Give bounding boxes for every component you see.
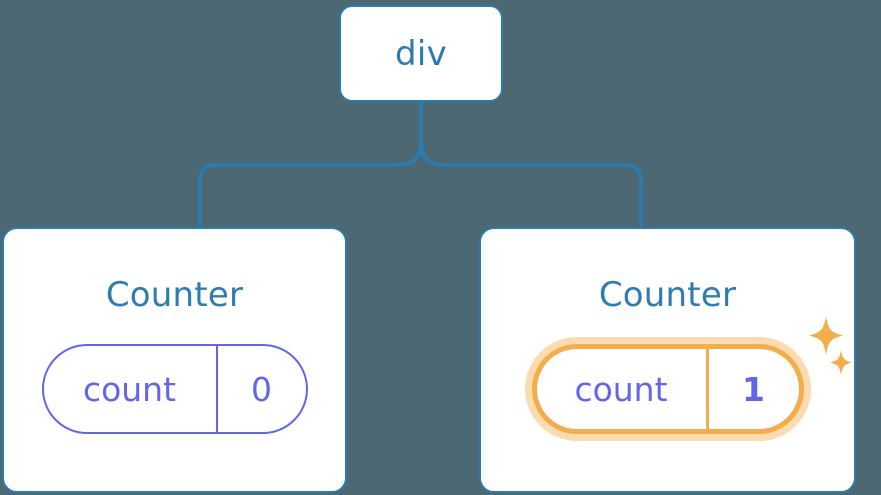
state-pill-count-1-highlighted[interactable]: count 1 [531,344,804,434]
state-pill-value: 1 [742,369,765,409]
counter-right-state-wrap: count 1 [531,316,852,434]
edge-to-left-counter [198,100,423,230]
counter-left-title: Counter [105,275,244,315]
state-pill-key: count [44,346,218,432]
counter-left-state-wrap: count 0 [41,344,308,434]
state-pill-value: 0 [251,369,272,409]
node-counter-left[interactable]: Counter count 0 [2,227,347,493]
node-div[interactable]: div [339,5,503,102]
node-counter-right[interactable]: Counter count 1 [479,227,856,493]
state-pill-count-0[interactable]: count 0 [41,344,308,434]
sparkle-large-icon [808,316,843,355]
state-pill-key: count [537,349,709,429]
counter-right-title: Counter [598,275,737,315]
sparkle-small-icon [829,350,852,375]
node-div-label: div [394,33,448,74]
edge-to-right-counter [419,100,643,230]
sparkles-group [808,316,852,375]
